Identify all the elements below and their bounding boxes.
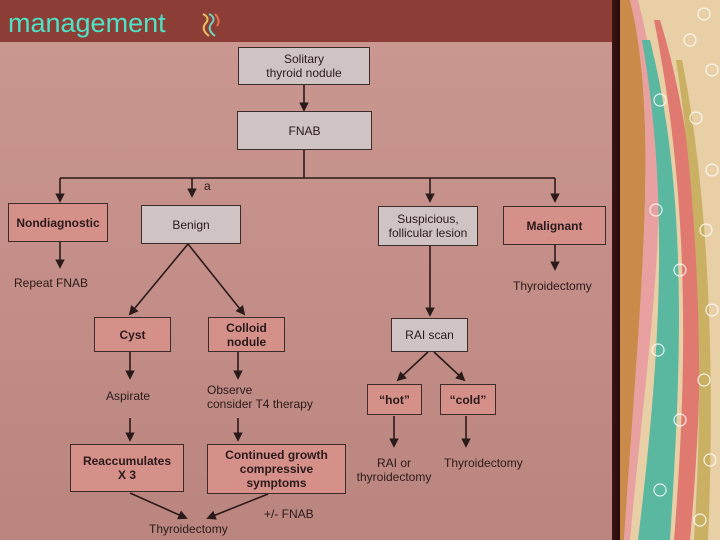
fnab-box: FNAB [237,111,372,150]
thyroidectomy-final-label: Thyroidectomy [149,522,228,536]
rai-scan-box: RAI scan [391,318,468,352]
reaccumulates-box: Reaccumulates X 3 [70,444,184,492]
cold-box: “cold” [440,384,496,415]
nondiagnostic-box: Nondiagnostic [8,203,108,242]
malignant-box: Malignant [503,206,606,245]
floral-decoration [620,0,720,540]
benign-box: Benign [141,205,241,244]
plus-minus-fnab-label: +/- FNAB [264,507,314,521]
continued-growth-box: Continued growth compressive symptoms [207,444,346,494]
solitary-nodule-box: Solitary thyroid nodule [238,47,370,85]
colloid-nodule-box: Colloid nodule [208,317,285,352]
slide-title: management [8,8,166,38]
note-a: a [204,179,211,193]
suspicious-box: Suspicious, follicular lesion [378,206,478,246]
repeat-fnab-label: Repeat FNAB [14,276,89,290]
cyst-box: Cyst [94,317,171,352]
title-bar: management [0,0,612,42]
thyroidectomy-cold-label: Thyroidectomy [444,456,523,470]
swirl-logo-icon [202,13,220,37]
connector-lines [55,84,560,520]
hot-box: “hot” [367,384,422,415]
observe-label: Observe consider T4 therapy [207,383,313,411]
rai-or-thyroidectomy-label: RAI or thyroidectomy [356,456,432,484]
thyroidectomy-malignant-label: Thyroidectomy [513,279,592,293]
aspirate-label: Aspirate [106,389,151,403]
